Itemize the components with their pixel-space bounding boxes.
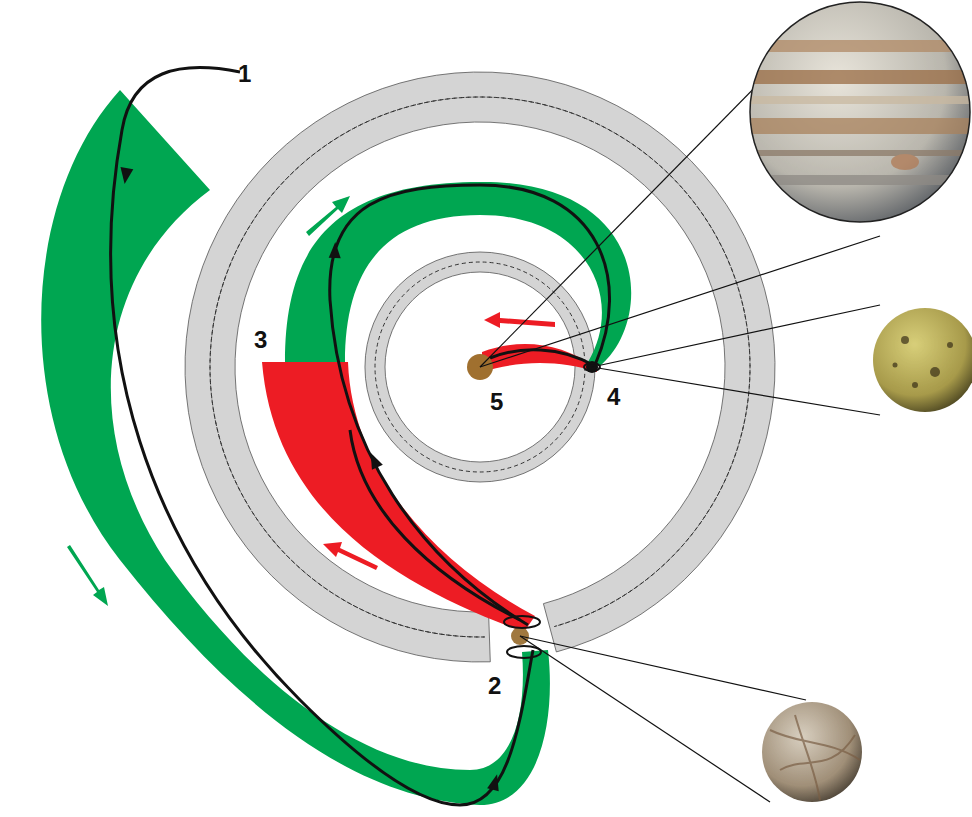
callout-number: 1 [238, 62, 251, 86]
callout-number: 3 [254, 328, 267, 352]
line-arrowhead [118, 167, 503, 791]
flux-loop [504, 363, 600, 658]
callout-number: 5 [490, 390, 503, 414]
callout-number: 2 [488, 674, 501, 698]
inner-green-band [285, 182, 631, 366]
jupiter-image [740, 2, 972, 222]
europa-image [762, 702, 862, 802]
callout-number: 4 [607, 385, 620, 409]
field-line [111, 68, 610, 805]
io-image [873, 308, 972, 412]
red-wedge [262, 362, 535, 632]
